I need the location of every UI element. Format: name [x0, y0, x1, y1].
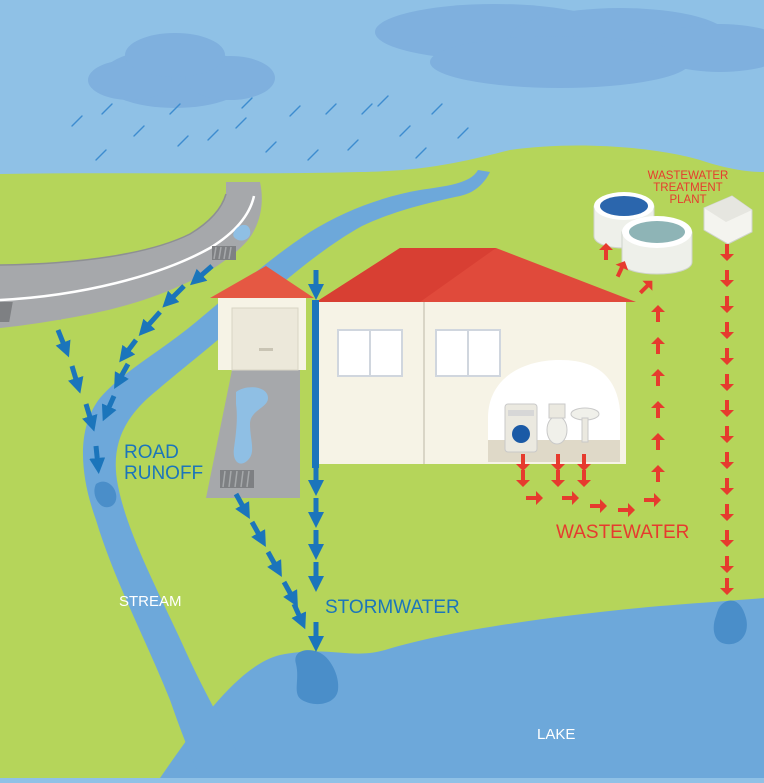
stormwater-label: STORMWATER [325, 597, 460, 618]
storm-drain-icon [220, 470, 254, 488]
treatment-plant-label: WASTEWATER TREATMENT PLANT [640, 170, 736, 206]
wastewater-label: WASTEWATER [556, 522, 689, 543]
treatment-plant-label-line1: WASTEWATER [640, 170, 736, 182]
road-runoff-label-line2: RUNOFF [124, 463, 203, 484]
storm-drain-icon [212, 246, 236, 260]
treatment-plant-label-line3: PLANT [640, 194, 736, 206]
treatment-plant-label-line2: TREATMENT [640, 182, 736, 194]
road-runoff-label: ROAD RUNOFF [124, 442, 203, 484]
stream-label: STREAM [119, 593, 182, 610]
road-runoff-label-line1: ROAD [124, 442, 203, 463]
lake-label: LAKE [537, 726, 575, 743]
